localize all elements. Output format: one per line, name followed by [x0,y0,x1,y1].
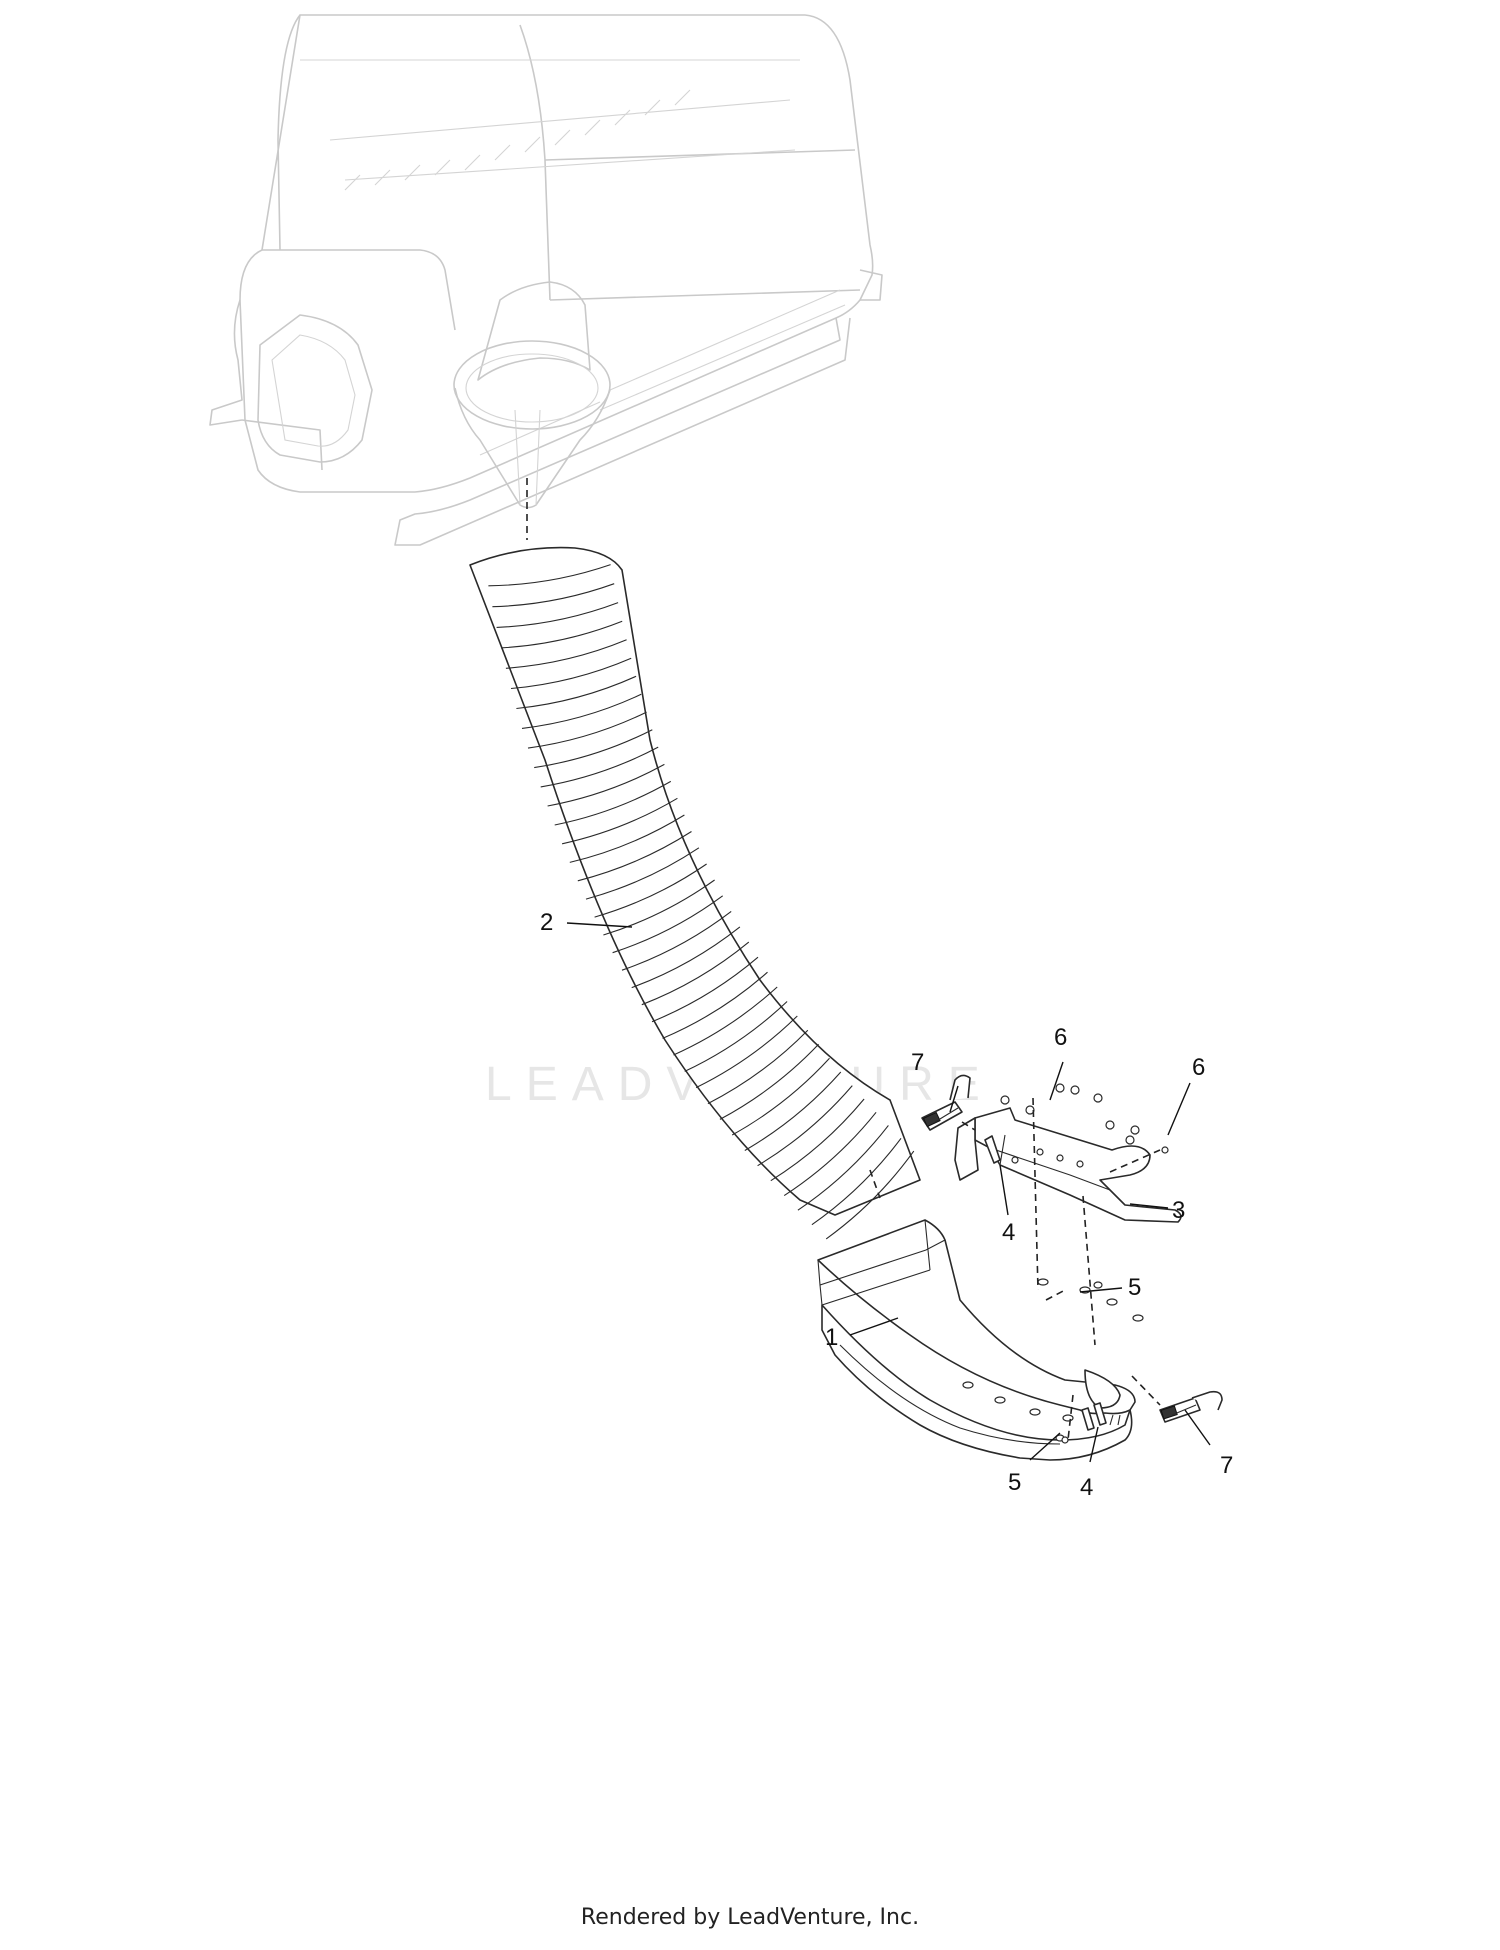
hose-rib [534,729,653,769]
hose-rib [510,657,632,690]
callout-4-upper: 4 [1002,1219,1015,1246]
callout-6-upper: 6 [1054,1024,1067,1051]
hose-rib [651,956,759,1023]
hardware-fasteners [962,1083,1169,1444]
callout-4-lower: 4 [1080,1474,1093,1501]
hose-rib [825,1150,915,1240]
callout-7-lower: 7 [1220,1452,1233,1479]
alignment-line-hose [869,1169,881,1199]
hose-rib [585,847,700,900]
hose-rib [770,1098,865,1182]
hose-rib [577,831,692,882]
hose-rib [547,763,665,807]
hose-rib [673,986,778,1056]
latch-lower [1159,1390,1223,1423]
hose-rib [621,910,732,971]
hose-rib [662,971,768,1039]
hose-rib [731,1057,830,1136]
hose-rib [554,780,672,826]
callout-5-lower: 5 [1008,1469,1021,1496]
hose-rib [540,746,659,788]
hose-rib [569,814,685,863]
callout-7-upper: 7 [911,1049,924,1076]
hose-rib [492,583,615,608]
leader-lines [566,922,1211,1463]
corrugated-hose [469,546,921,1240]
hose-rib [797,1125,889,1211]
callout-3: 3 [1172,1197,1185,1224]
hose-rib [695,1015,798,1089]
hose-rib [516,675,637,710]
hose-rib [783,1111,877,1197]
hose-rib [603,879,715,936]
hose-rib [744,1071,842,1151]
curved-chute [817,1219,1136,1461]
hopper-housing [209,14,883,546]
hose-rib [521,693,642,729]
mounting-bracket [954,1107,1182,1223]
hose-rib [719,1043,819,1120]
hose-rib [811,1137,902,1226]
callout-6-right: 6 [1192,1054,1205,1081]
hose-rib [612,895,724,954]
hose-rib [496,602,619,628]
hose-rib [757,1085,853,1167]
hose-rib [631,926,741,989]
hose-rib [641,941,750,1006]
hose-rib [707,1029,809,1105]
callout-1: 1 [825,1324,838,1351]
hose-rib [488,564,611,587]
hose-rib [505,639,627,669]
hose-rib [684,1001,788,1072]
hose-rib [527,711,647,749]
hose-rib [501,620,623,649]
callout-5-upper: 5 [1128,1274,1141,1301]
hardware-alignment-lines [961,1097,1161,1441]
hose-rib [594,863,707,918]
callout-2: 2 [540,909,553,936]
footer-credit: Rendered by LeadVenture, Inc. [580,1905,920,1930]
hose-rib [561,797,678,845]
